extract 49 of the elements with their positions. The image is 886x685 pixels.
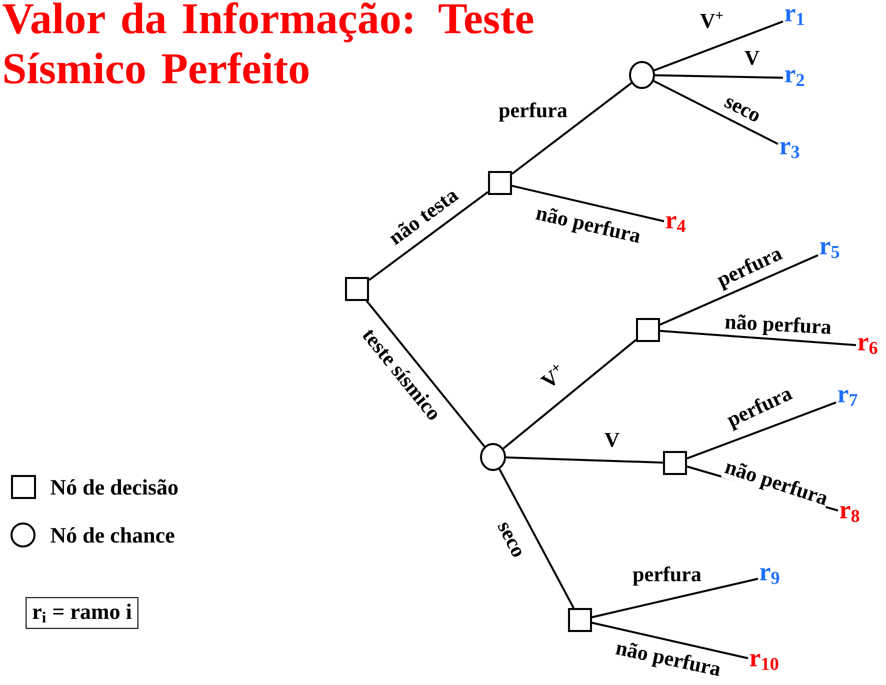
branch-label: r$_{9}$ (760, 568, 780, 584)
branch-label: r$_{6}$ (858, 338, 878, 354)
branch-label: r$_{10}$ (750, 654, 778, 670)
edge-label: seco (496, 520, 524, 560)
decision-node (488, 171, 512, 195)
branch-line (592, 622, 748, 660)
edge-label: V$^{+}$ (698, 10, 726, 30)
branch-line (654, 20, 784, 72)
branch-line (512, 184, 664, 222)
edge-label: V (743, 50, 761, 66)
branch-label: r$_{1}$ (784, 8, 804, 26)
branch-label: r$_{4}$ (666, 216, 686, 232)
decision-node (636, 318, 660, 342)
branch-line (368, 191, 489, 281)
branch-label: r$_{8}$ (840, 506, 860, 522)
edge-label: não perfura (532, 203, 644, 249)
branch-line (653, 80, 778, 145)
branch-line (686, 401, 836, 460)
edge-label: não perfura (721, 457, 831, 511)
edge-label: perfura (498, 101, 568, 123)
edge-label: V$^{+}$ (537, 360, 569, 392)
decision-node (568, 608, 592, 632)
decision-node (663, 451, 687, 475)
note-box: r$_{i}$ = ramo i (26, 597, 138, 629)
branch-line (502, 339, 637, 450)
edge-label: não testa (385, 184, 461, 248)
edge-label: perfura (632, 565, 702, 587)
branch-line (498, 468, 574, 608)
branch-label: r$_{3}$ (780, 142, 800, 158)
branch-label: r$_{7}$ (838, 390, 858, 406)
edge-label: não perfura (723, 312, 833, 340)
decision-node (345, 277, 369, 301)
title: Valor da Informação: Teste Sísmico Perfeito (2, 2, 534, 84)
branch-line (660, 330, 856, 346)
branch-label: r$_{2}$ (784, 70, 804, 86)
chance-node (480, 443, 506, 471)
branch-line (660, 254, 818, 326)
edge-label: seco (722, 96, 762, 124)
legend-item: Nó de decisão (11, 475, 178, 499)
branch-line (654, 74, 784, 79)
edge-label: V (603, 432, 621, 448)
edge-label: não perfura (612, 638, 724, 682)
branch-line (511, 82, 632, 175)
legend-item: Nó de chance (10, 522, 174, 548)
branch-label: r$_{5}$ (820, 242, 840, 258)
branch-line (366, 300, 486, 448)
branch-line (506, 456, 664, 464)
chance-node (629, 61, 655, 89)
branch-line (592, 578, 758, 618)
